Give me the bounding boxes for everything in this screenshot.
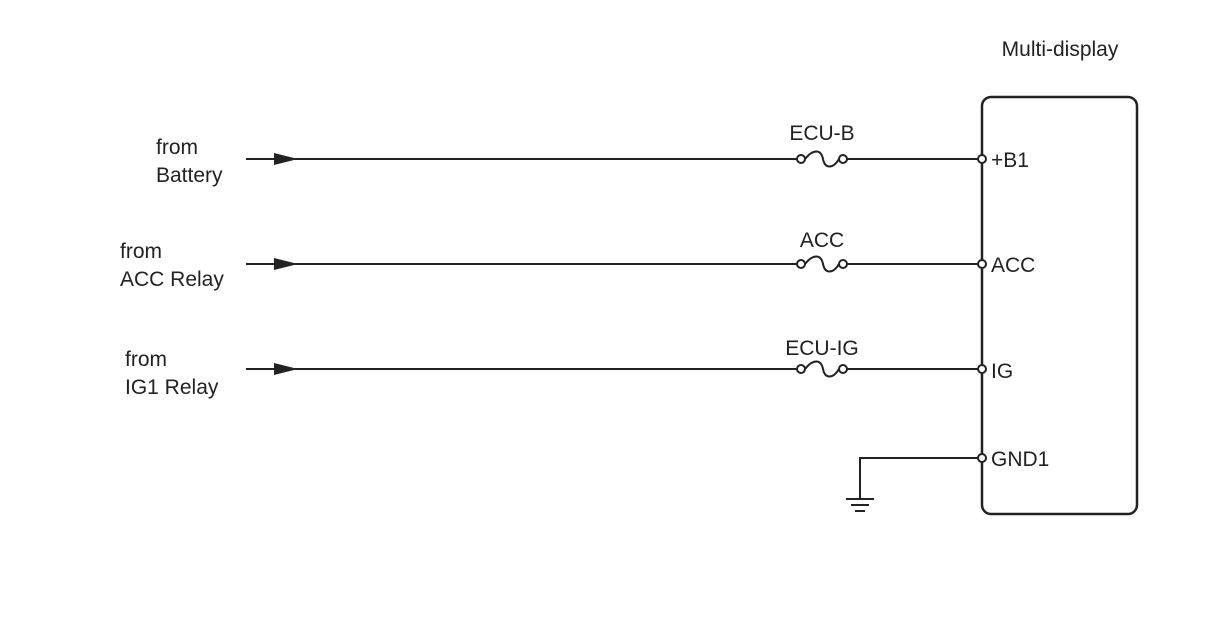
terminal-label: ACC [991, 254, 1035, 277]
circuit-ig1-relay: from IG1 Relay ECU-IG IG [125, 337, 1013, 399]
fuse-terminal-left [796, 259, 806, 269]
ground-wire [859, 457, 978, 498]
terminal-label: IG [991, 360, 1013, 383]
connector-pin [977, 154, 987, 164]
source-label-line2: ACC Relay [120, 268, 224, 291]
fuse-label: ACC [800, 229, 844, 252]
terminal-label: GND1 [991, 448, 1049, 471]
arrow-icon [274, 153, 298, 165]
source-label-line1: from [120, 240, 162, 263]
arrow-icon [274, 258, 298, 270]
fuse-icon [804, 150, 840, 168]
multi-display-module-box [980, 95, 1139, 516]
fuse-terminal-right [838, 154, 848, 164]
fuse-terminal-right [838, 364, 848, 374]
circuit-battery: from Battery ECU-B +B1 [156, 122, 1029, 187]
terminal-label: +B1 [991, 149, 1029, 172]
fuse-icon [804, 360, 840, 378]
connector-pin [977, 259, 987, 269]
fuse-terminal-right [838, 259, 848, 269]
arrow-icon [274, 363, 298, 375]
fuse-terminal-left [796, 364, 806, 374]
fuse-terminal-left [796, 154, 806, 164]
connector-pin [977, 364, 987, 374]
connector-pin [977, 453, 987, 463]
fuse-label: ECU-B [789, 122, 854, 145]
source-label-line2: IG1 Relay [125, 376, 219, 399]
source-label-line1: from [125, 348, 167, 371]
fuse-label: ECU-IG [785, 337, 859, 360]
module-title: Multi-display [1002, 38, 1119, 61]
source-label-line2: Battery [156, 164, 223, 187]
source-label-line1: from [156, 136, 198, 159]
fuse-icon [804, 255, 840, 273]
circuit-ground: GND1 [846, 448, 1049, 512]
circuit-acc-relay: from ACC Relay ACC ACC [120, 229, 1035, 291]
